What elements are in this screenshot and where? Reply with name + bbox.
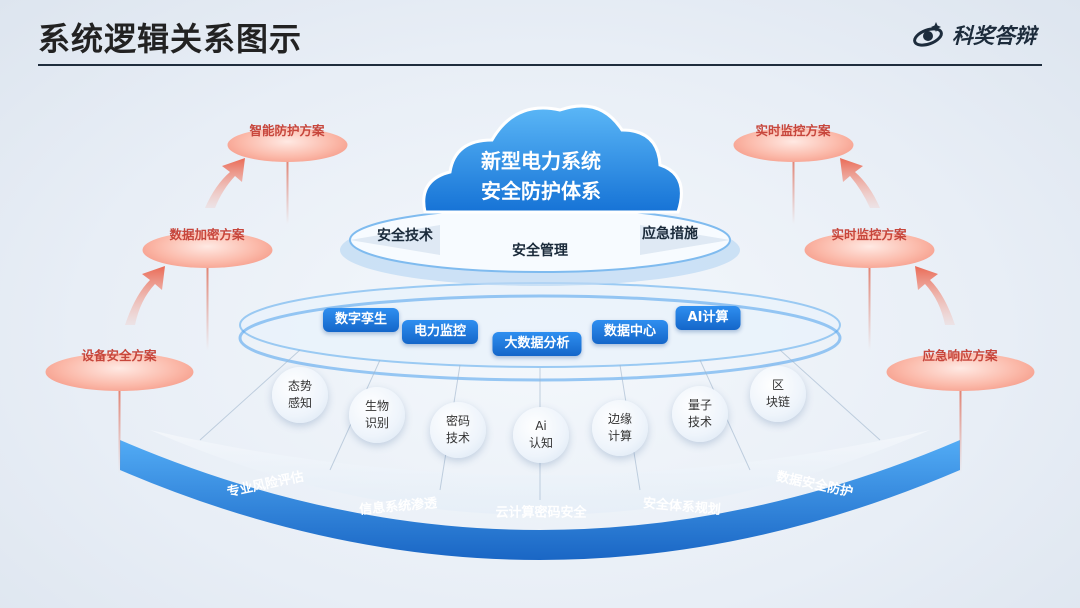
pill-data-center: 数据中心 bbox=[591, 320, 669, 344]
plan-device-security: 设备安全方案 bbox=[44, 345, 193, 473]
plan-disc bbox=[226, 128, 347, 162]
plan-disc bbox=[44, 353, 193, 391]
plan-stem bbox=[958, 383, 961, 473]
right-arrow-lower bbox=[915, 266, 955, 325]
bubble-ai-cognition: Ai 认知 bbox=[513, 407, 569, 463]
base-glass bbox=[150, 430, 930, 515]
orbit-logo-icon bbox=[913, 22, 943, 47]
plan-stem bbox=[205, 260, 208, 350]
plan-stem bbox=[867, 260, 870, 350]
core-title-line1: 新型电力系统 bbox=[481, 149, 601, 173]
cloud-shape bbox=[422, 104, 683, 214]
plan-emergency-response: 应急响应方案 bbox=[885, 345, 1034, 473]
core-title: 新型电力系统 安全防护体系 bbox=[481, 146, 601, 206]
segment-security-tech: 安全技术 bbox=[377, 228, 433, 244]
bubble-edge-computing: 边缘 计算 bbox=[592, 400, 648, 456]
bubble-quantum: 量子 技术 bbox=[672, 386, 728, 442]
bubble-situation-awareness: 态势 感知 bbox=[272, 367, 328, 423]
platform-segment-left bbox=[350, 225, 440, 255]
plan-disc bbox=[141, 232, 272, 268]
plan-stem bbox=[285, 154, 288, 224]
right-arrow-upper bbox=[840, 158, 880, 208]
plan-label: 应急响应方案 bbox=[922, 348, 998, 363]
plan-intelligent-defense: 智能防护方案 bbox=[226, 120, 347, 224]
segment-emergency: 应急措施 bbox=[642, 226, 698, 242]
plan-label: 设备安全方案 bbox=[81, 348, 157, 363]
brand-name: 科奖答辩 bbox=[952, 24, 1036, 48]
pill-power-monitor: 电力监控 bbox=[401, 320, 479, 344]
pill-big-data: 大数据分析 bbox=[492, 332, 582, 356]
plan-realtime-monitor-mid: 实时监控方案 bbox=[803, 224, 934, 350]
plan-label: 实时监控方案 bbox=[755, 123, 831, 138]
plan-data-encryption: 数据加密方案 bbox=[141, 224, 272, 350]
segment-security-mgmt: 安全管理 bbox=[512, 243, 568, 259]
plan-stem bbox=[117, 383, 120, 473]
pill-ai-compute: AI计算 bbox=[675, 306, 741, 330]
bubble-biometrics: 生物 识别 bbox=[349, 387, 405, 443]
pill-digital-twin: 数字孪生 bbox=[322, 308, 400, 332]
brand-logo: 科奖答辩 bbox=[912, 20, 1036, 50]
bubble-blockchain: 区 块链 bbox=[750, 366, 806, 422]
bubble-cryptography: 密码 技术 bbox=[430, 402, 486, 458]
platform-segment-right bbox=[640, 225, 730, 255]
plan-label: 实时监控方案 bbox=[831, 227, 907, 242]
plan-realtime-monitor-top: 实时监控方案 bbox=[732, 120, 853, 224]
plan-label: 数据加密方案 bbox=[169, 227, 245, 242]
plan-label: 智能防护方案 bbox=[249, 123, 325, 138]
base-band bbox=[120, 440, 960, 560]
left-arrow-upper bbox=[205, 158, 245, 208]
plan-disc bbox=[732, 128, 853, 162]
page-title: 系统逻辑关系图示 bbox=[38, 20, 303, 58]
left-arrow-lower bbox=[125, 266, 165, 325]
core-title-line2: 安全防护体系 bbox=[481, 179, 601, 203]
plan-stem bbox=[791, 154, 794, 224]
logic-diagram bbox=[120, 104, 960, 560]
band-cloud-crypto: 云计算密码安全 bbox=[495, 505, 587, 521]
title-divider bbox=[38, 64, 1042, 66]
plan-disc bbox=[885, 353, 1034, 391]
plan-disc bbox=[803, 232, 934, 268]
